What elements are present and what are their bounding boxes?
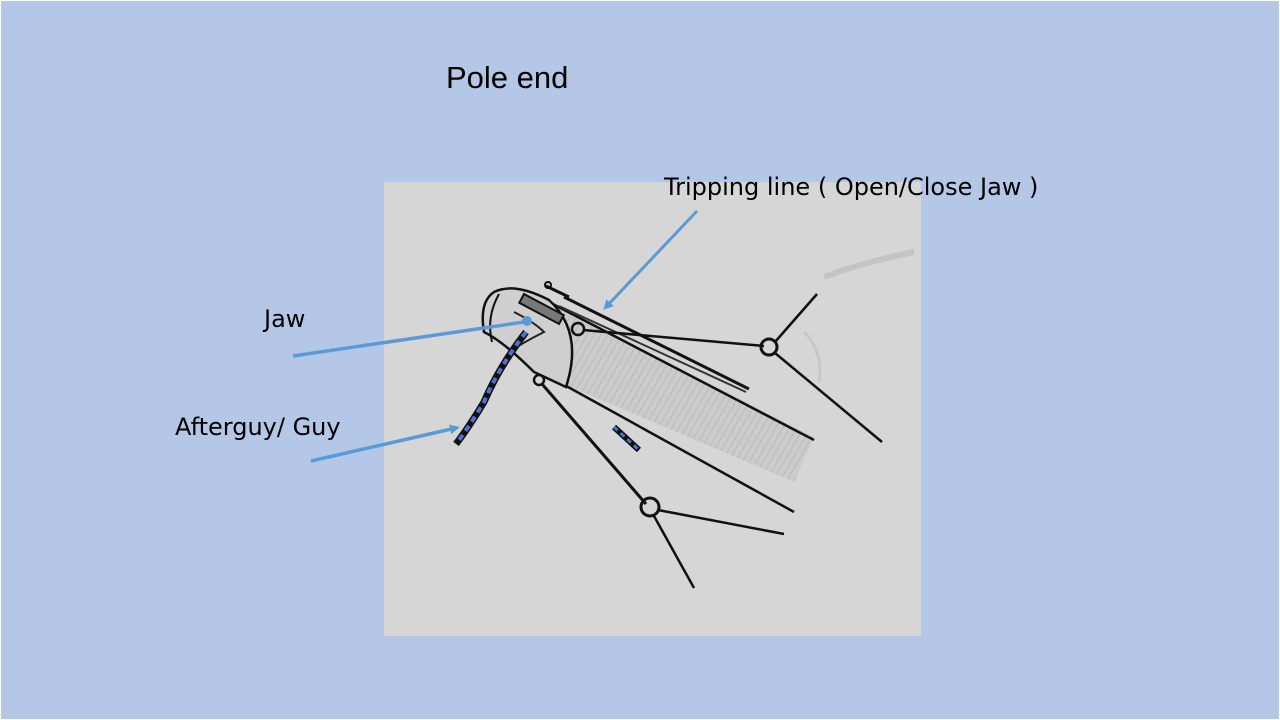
pole-end-sketch [384,182,921,636]
label-jaw: Jaw [264,305,306,333]
label-afterguy: Afterguy/ Guy [175,413,341,441]
label-tripping-line: Tripping line ( Open/Close Jaw ) [664,173,1039,201]
pencil-smudge [802,330,822,383]
tripping-line [563,295,750,391]
pencil-smudge [822,249,915,280]
slide-title: Pole end [446,60,569,95]
upper-bridle [570,293,883,443]
lower-bridle [532,373,785,589]
tripping-line [558,305,747,393]
